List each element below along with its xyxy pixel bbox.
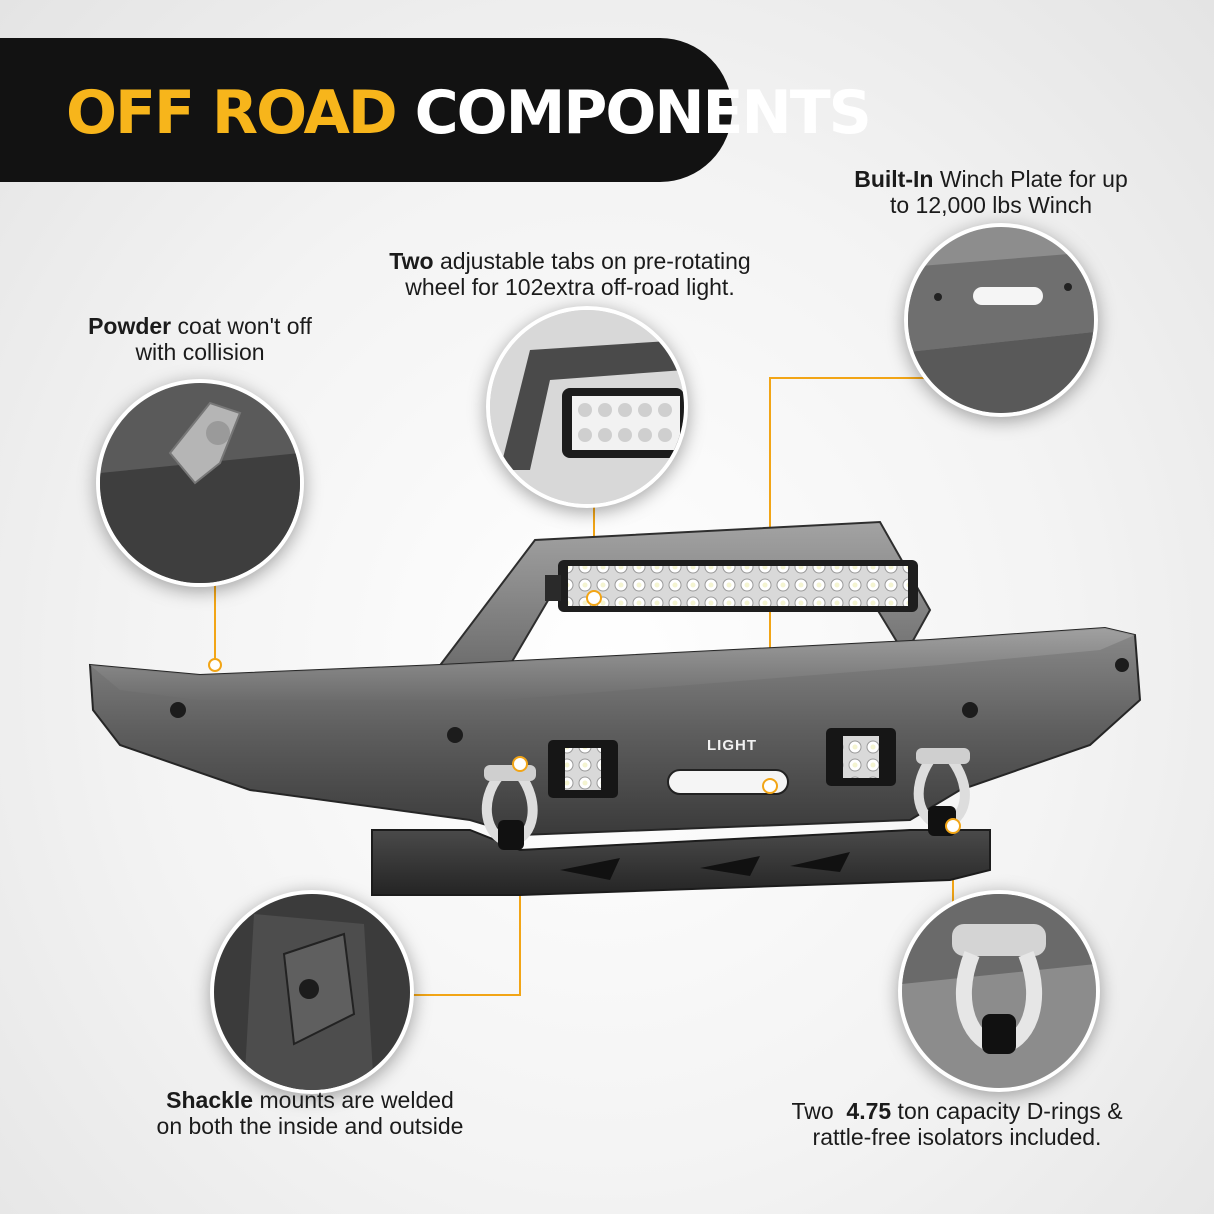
- callout-circle-shackle: [210, 890, 414, 1094]
- caption-winch-bold: Built-In: [854, 166, 934, 192]
- light-bar: [545, 560, 918, 612]
- page-title: OFF ROAD COMPONENTS: [66, 78, 872, 148]
- caption-tabs-bold: Two: [389, 248, 434, 274]
- callout-circle-winch: [904, 223, 1098, 417]
- cube-light-left: [548, 740, 618, 798]
- caption-shackle-bold: Shackle: [166, 1087, 254, 1113]
- caption-winch-line1: Winch Plate for up: [933, 166, 1128, 192]
- caption-powder: Powder coat won't off with collision: [60, 313, 340, 365]
- caption-drings-line2: rattle-free isolators included.: [812, 1124, 1102, 1150]
- callout-circle-drings: [898, 890, 1100, 1092]
- caption-tabs-line1: adjustable tabs on pre-rotating: [433, 248, 751, 274]
- callout-circle-tabs: [486, 306, 688, 508]
- d-ring-right: [913, 748, 970, 836]
- caption-shackle: Shackle mounts are welded on both the in…: [120, 1087, 500, 1139]
- leader-dot-shackle: [512, 756, 528, 772]
- leader-dot-powder: [208, 658, 222, 672]
- caption-drings: Two 4.75 ton capacity D-rings & rattle-f…: [752, 1098, 1162, 1150]
- caption-drings-bold: 4.75: [846, 1098, 892, 1124]
- caption-tabs-line2: wheel for 102extra off-road light.: [405, 274, 735, 300]
- caption-shackle-line1: mounts are welded: [253, 1087, 454, 1113]
- caption-drings-pre: Two: [791, 1098, 847, 1124]
- leader-dots: [208, 590, 961, 834]
- caption-winch: Built-In Winch Plate for up to 12,000 lb…: [826, 166, 1156, 218]
- title-banner: [0, 38, 732, 182]
- caption-powder-bold: Powder: [88, 313, 172, 339]
- callout-circle-powder: [96, 379, 304, 587]
- title-accent: OFF ROAD: [66, 78, 398, 148]
- caption-winch-line2: to 12,000 lbs Winch: [889, 192, 1092, 218]
- leader-dot-winch: [762, 778, 778, 794]
- leader-dot-drings: [945, 818, 961, 834]
- cube-light-right: [826, 728, 896, 786]
- caption-powder-line2: with collision: [135, 339, 265, 365]
- brand-logo: LIGHT: [707, 737, 757, 754]
- caption-drings-line1: ton capacity D-rings &: [891, 1098, 1123, 1124]
- caption-tabs: Two adjustable tabs on pre-rotating whee…: [350, 248, 790, 300]
- caption-powder-line1: coat won't off: [171, 313, 312, 339]
- caption-shackle-line2: on both the inside and outside: [156, 1113, 464, 1139]
- title-rest: COMPONENTS: [414, 78, 872, 148]
- leader-dot-tabs: [586, 590, 602, 606]
